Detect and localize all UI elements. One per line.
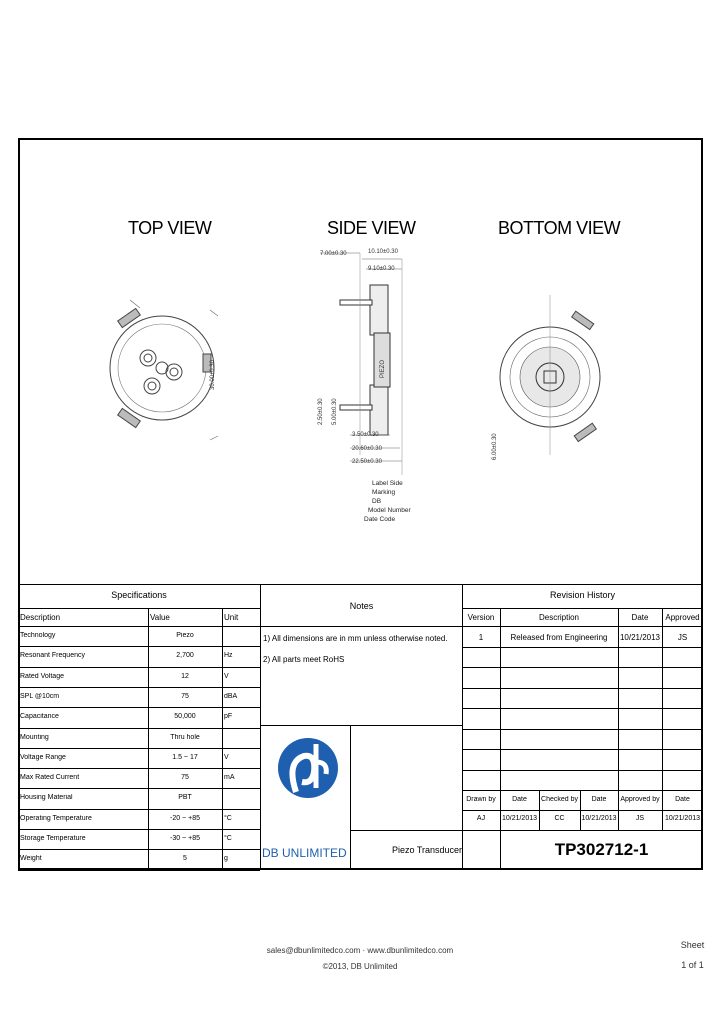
signoff-header: Checked by <box>541 796 578 803</box>
spec-row-value: 75 <box>181 693 189 700</box>
side-note-4: Model Number <box>368 507 411 514</box>
spec-row-value: -20 ~ +85 <box>170 815 200 822</box>
side-label: PIEZO <box>380 359 386 378</box>
spec-row-value: 5 <box>183 855 187 862</box>
rev-header-desc: Description <box>538 613 579 622</box>
spec-row-unit: g <box>224 855 228 862</box>
rev-header-version: Version <box>467 613 495 622</box>
spec-row-desc: Resonant Frequency <box>20 652 85 659</box>
side-view-drawing <box>320 252 403 475</box>
drawing-sheet <box>18 138 703 870</box>
note-1: 1) All dimensions are in mm unless other… <box>263 634 448 643</box>
note-2: 2) All parts meet RoHS <box>263 655 345 664</box>
spec-row-unit: mA <box>224 774 235 781</box>
side-top-b-dim: 9.10±0.30 <box>368 266 395 272</box>
spec-row-value: 75 <box>181 774 189 781</box>
spec-header-unit: Unit <box>224 613 239 622</box>
rev-approved: JS <box>677 633 688 642</box>
spec-row-desc: Rated Voltage <box>20 673 64 680</box>
spec-row-desc: Storage Temperature <box>20 835 86 842</box>
bottom-view-drawing <box>499 295 601 455</box>
signoff-header: Drawn by <box>466 796 496 803</box>
signoff-value: 10/21/2013 <box>664 815 701 822</box>
notes-title: Notes <box>349 601 374 611</box>
top-view-drawing <box>109 299 219 441</box>
signoff-header: Date <box>591 796 607 803</box>
signoff-value: JS <box>635 815 645 822</box>
footer-contact: sales@dbunlimitedco.com · www.dbunlimite… <box>266 946 454 955</box>
side-left-v2-dim: 5.00±0.30 <box>332 398 338 425</box>
spec-row-unit: V <box>224 673 229 680</box>
signoff-header: Approved by <box>620 796 660 803</box>
side-view-title: SIDE VIEW <box>327 218 416 238</box>
sheet-value: 1 of 1 <box>681 960 704 970</box>
spec-row-value: Piezo <box>176 632 194 639</box>
spec-row-desc: Housing Material <box>20 794 73 801</box>
rev-version: 1 <box>478 633 484 642</box>
signoff-value: AJ <box>476 815 486 822</box>
side-note-3: DB <box>372 498 382 505</box>
spec-row-value: Thru hole <box>170 734 200 741</box>
spec-row-value: 2,700 <box>176 652 194 659</box>
spec-row-desc: Mounting <box>20 734 49 741</box>
side-note-2: Marking <box>372 489 396 496</box>
signoff-header: Date <box>512 796 527 803</box>
spec-row-desc: Weight <box>20 855 42 862</box>
spec-row-desc: Capacitance <box>20 713 59 720</box>
spec-row-desc: SPL @10cm <box>20 693 60 700</box>
side-top-a-dim: 10.10±0.30 <box>368 249 398 255</box>
rev-header-date: Date <box>631 613 649 622</box>
spec-row-unit: V <box>224 754 229 761</box>
signoff-header: Date <box>675 796 690 803</box>
side-width-dim: 7.00±0.30 <box>320 251 347 257</box>
spec-row-unit: dBA <box>224 693 238 700</box>
rev-description: Released from Engineering <box>510 633 608 642</box>
side-pin1-dim: 3.50±0.30 <box>352 432 379 438</box>
spec-row-unit: pF <box>224 713 233 720</box>
spec-header-value: Value <box>150 613 170 622</box>
spec-row-unit: °C <box>224 835 232 842</box>
sheet-label: Sheet <box>680 940 705 950</box>
spec-row-value: 1.5 ~ 17 <box>172 754 198 761</box>
spec-header-desc: Description <box>20 613 61 622</box>
spec-row-unit: °C <box>224 815 232 822</box>
specifications-title: Specifications <box>111 590 167 600</box>
side-pin2-dim: 20.60±0.30 <box>352 446 382 452</box>
side-note-5: Date Code <box>364 516 396 523</box>
part-number: TP302712-1 <box>554 840 649 859</box>
spec-row-value: -30 ~ +85 <box>170 835 200 842</box>
spec-row-desc: Operating Temperature <box>20 815 92 822</box>
side-pin3-dim: 22.50±0.30 <box>352 459 382 465</box>
signoff-value: 10/21/2013 <box>581 815 617 822</box>
spec-row-desc: Technology <box>20 632 56 639</box>
logo-text: DB UNLIMITED <box>262 846 347 860</box>
footer-copyright: ©2013, DB Unlimited <box>322 962 398 971</box>
db-unlimited-logo <box>278 738 338 798</box>
top-dia-dim: 30.00±0.30 <box>210 360 216 390</box>
top-view-title: TOP VIEW <box>128 218 212 238</box>
side-left-v-dim: 2.50±0.30 <box>318 398 324 425</box>
rev-header-approved: Approved <box>665 613 700 622</box>
spec-row-unit: Hz <box>224 652 233 659</box>
spec-row-value: PBT <box>178 794 192 801</box>
spec-row-value: 50,000 <box>174 713 196 720</box>
side-note-1: Label Side <box>372 480 403 487</box>
spec-row-value: 12 <box>181 673 189 680</box>
bottom-dia-dim: 6.00±0.30 <box>492 433 498 460</box>
revision-title: Revision History <box>549 590 616 600</box>
spec-row-desc: Voltage Range <box>20 754 66 761</box>
bottom-view-title: BOTTOM VIEW <box>498 218 621 238</box>
signoff-value: 10/21/2013 <box>501 815 538 822</box>
product-name: Piezo Transducer <box>392 845 463 855</box>
spec-row-desc: Max Rated Current <box>20 774 80 781</box>
signoff-value: CC <box>554 815 565 822</box>
rev-date: 10/21/2013 <box>619 633 661 642</box>
